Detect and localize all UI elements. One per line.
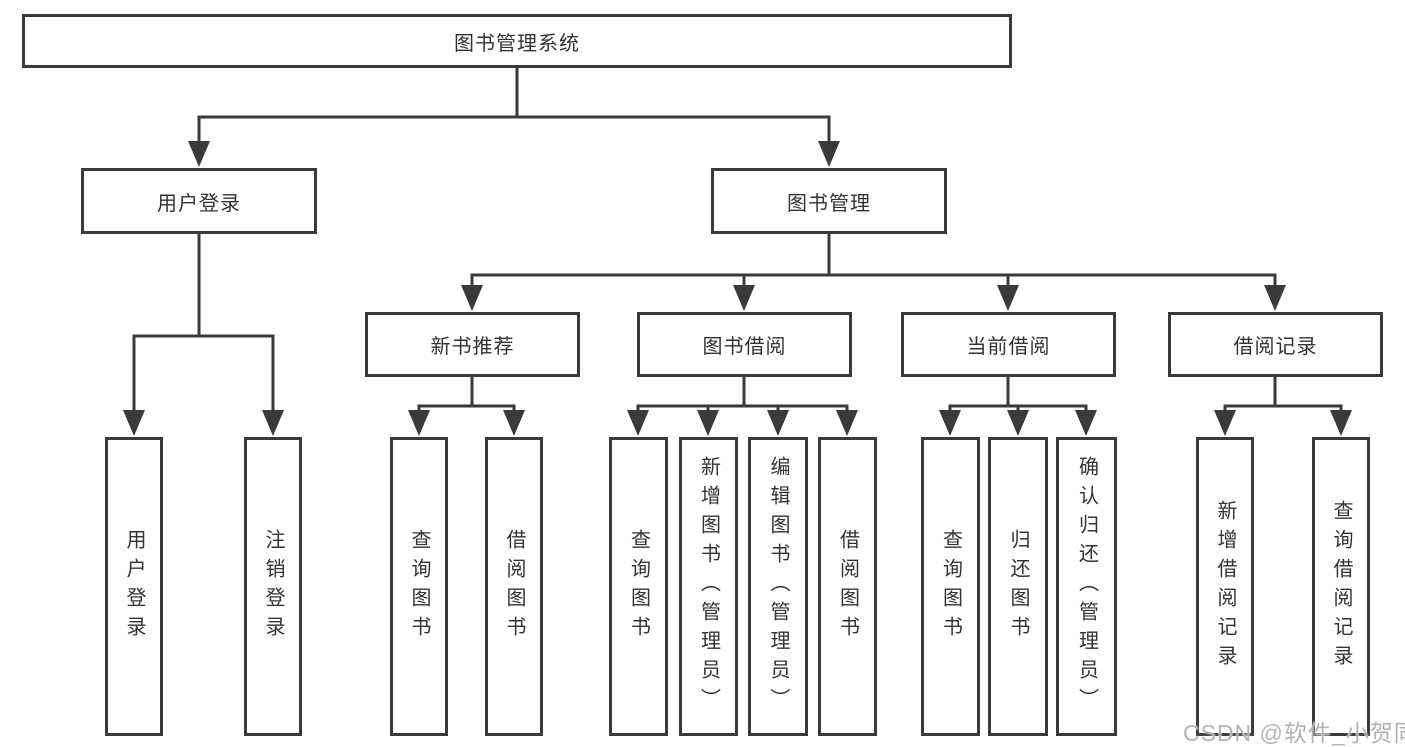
arrowhead — [1264, 285, 1286, 311]
leaf-query-books-recommend: 查询图书 — [390, 437, 448, 736]
leaf-confirm-return-admin: 确认归还（管理员） — [1056, 437, 1117, 736]
arrowhead — [697, 410, 719, 436]
arrowhead — [188, 141, 210, 167]
arrowhead — [939, 410, 961, 436]
leaf-add-borrow-record: 新增借阅记录 — [1196, 437, 1254, 736]
arrowhead — [627, 410, 649, 436]
leaf-return-books: 归还图书 — [988, 437, 1048, 736]
arrowhead — [408, 410, 430, 436]
arrowhead — [733, 285, 755, 311]
leaf-borrow-books: 借阅图书 — [818, 437, 877, 736]
node-borrow-records: 借阅记录 — [1168, 312, 1383, 377]
arrowhead — [1330, 410, 1352, 436]
arrowhead — [461, 285, 483, 311]
leaf-logout: 注销登录 — [244, 437, 302, 736]
node-library-system: 图书管理系统 — [22, 14, 1012, 68]
node-book-borrow: 图书借阅 — [637, 312, 852, 377]
arrowhead — [262, 410, 284, 436]
node-book-management: 图书管理 — [711, 168, 947, 234]
arrowhead — [836, 410, 858, 436]
arrowhead — [767, 410, 789, 436]
connector-root-to-level2 — [188, 66, 840, 167]
node-user-login: 用户登录 — [81, 168, 317, 234]
leaf-user-login: 用户登录 — [105, 437, 163, 736]
arrowhead — [1075, 410, 1097, 436]
connector-records-children — [1214, 375, 1352, 436]
connector-borrow-children — [627, 375, 858, 436]
connector-management-to-level3 — [461, 232, 1286, 311]
arrowhead — [818, 141, 840, 167]
arrowhead — [123, 410, 145, 436]
leaf-edit-books-admin: 编辑图书（管理员） — [748, 437, 808, 736]
arrowhead — [1214, 410, 1236, 436]
csdn-watermark: CSDN @软件_小贺同学 — [1183, 720, 1405, 746]
leaf-query-books-borrow: 查询图书 — [609, 437, 668, 736]
node-current-borrow: 当前借阅 — [901, 312, 1116, 377]
arrowhead — [997, 285, 1019, 311]
connector-current-children — [939, 375, 1097, 436]
connector-login-children — [123, 232, 284, 436]
leaf-borrow-books-recommend: 借阅图书 — [485, 437, 543, 736]
arrowhead — [503, 410, 525, 436]
leaf-add-books-admin: 新增图书（管理员） — [679, 437, 738, 736]
leaf-query-borrow-record: 查询借阅记录 — [1312, 437, 1370, 736]
node-new-book-recommend: 新书推荐 — [365, 312, 580, 377]
leaf-query-books-current: 查询图书 — [921, 437, 980, 736]
arrowhead — [1007, 410, 1029, 436]
connector-recommend-children — [408, 375, 525, 436]
